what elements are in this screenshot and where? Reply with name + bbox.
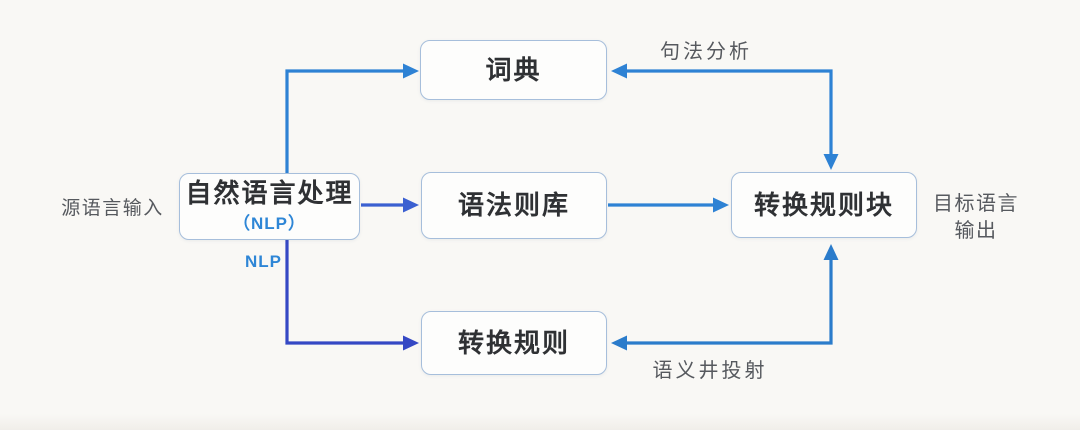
arrowhead-into-transfer-block-left	[713, 197, 729, 213]
node-dictionary-label: 词典	[485, 54, 542, 85]
edge-label-semantic-projection: 语义井投射	[652, 360, 768, 382]
edge-nlp-to-transfer-rules	[285, 240, 405, 345]
arrowhead-into-dictionary-right	[611, 63, 627, 79]
edge-nlp-to-dictionary	[285, 69, 405, 173]
node-grammar-rule-base: 语法则库	[421, 172, 607, 239]
arrowhead-into-transfer-rules-left	[403, 335, 419, 351]
node-transfer-rules-label: 转换规则	[457, 327, 570, 358]
arrowhead-into-dictionary-left	[403, 63, 419, 79]
node-transfer-block-label: 转换规则块	[753, 189, 894, 220]
target-language-output-label: 目标语言 输出	[933, 193, 1019, 242]
node-nlp-sublabel: （NLP）	[233, 213, 306, 233]
node-nlp-label: 自然语言处理	[185, 178, 354, 209]
source-language-input-label: 源语言输入	[61, 198, 164, 219]
node-dictionary: 词典	[420, 40, 607, 100]
arrowhead-into-transfer-block-bottom	[823, 244, 839, 260]
edge-dictionary-transfer-block	[625, 69, 833, 156]
edge-label-nlp: NLP	[245, 252, 282, 271]
arrowhead-into-transfer-block-top	[823, 154, 839, 170]
arrowhead-into-grammar	[403, 197, 419, 213]
arrowhead-into-transfer-rules-right	[611, 335, 627, 351]
edge-label-syntactic-analysis: 句法分析	[660, 41, 752, 63]
node-transfer-rule-block: 转换规则块	[731, 172, 917, 238]
node-transfer-rules: 转换规则	[421, 311, 607, 375]
node-grammar-label: 语法则库	[457, 190, 570, 221]
node-nlp: 自然语言处理 （NLP）	[179, 173, 360, 240]
edge-transfer-rules-transfer-block	[625, 256, 833, 345]
